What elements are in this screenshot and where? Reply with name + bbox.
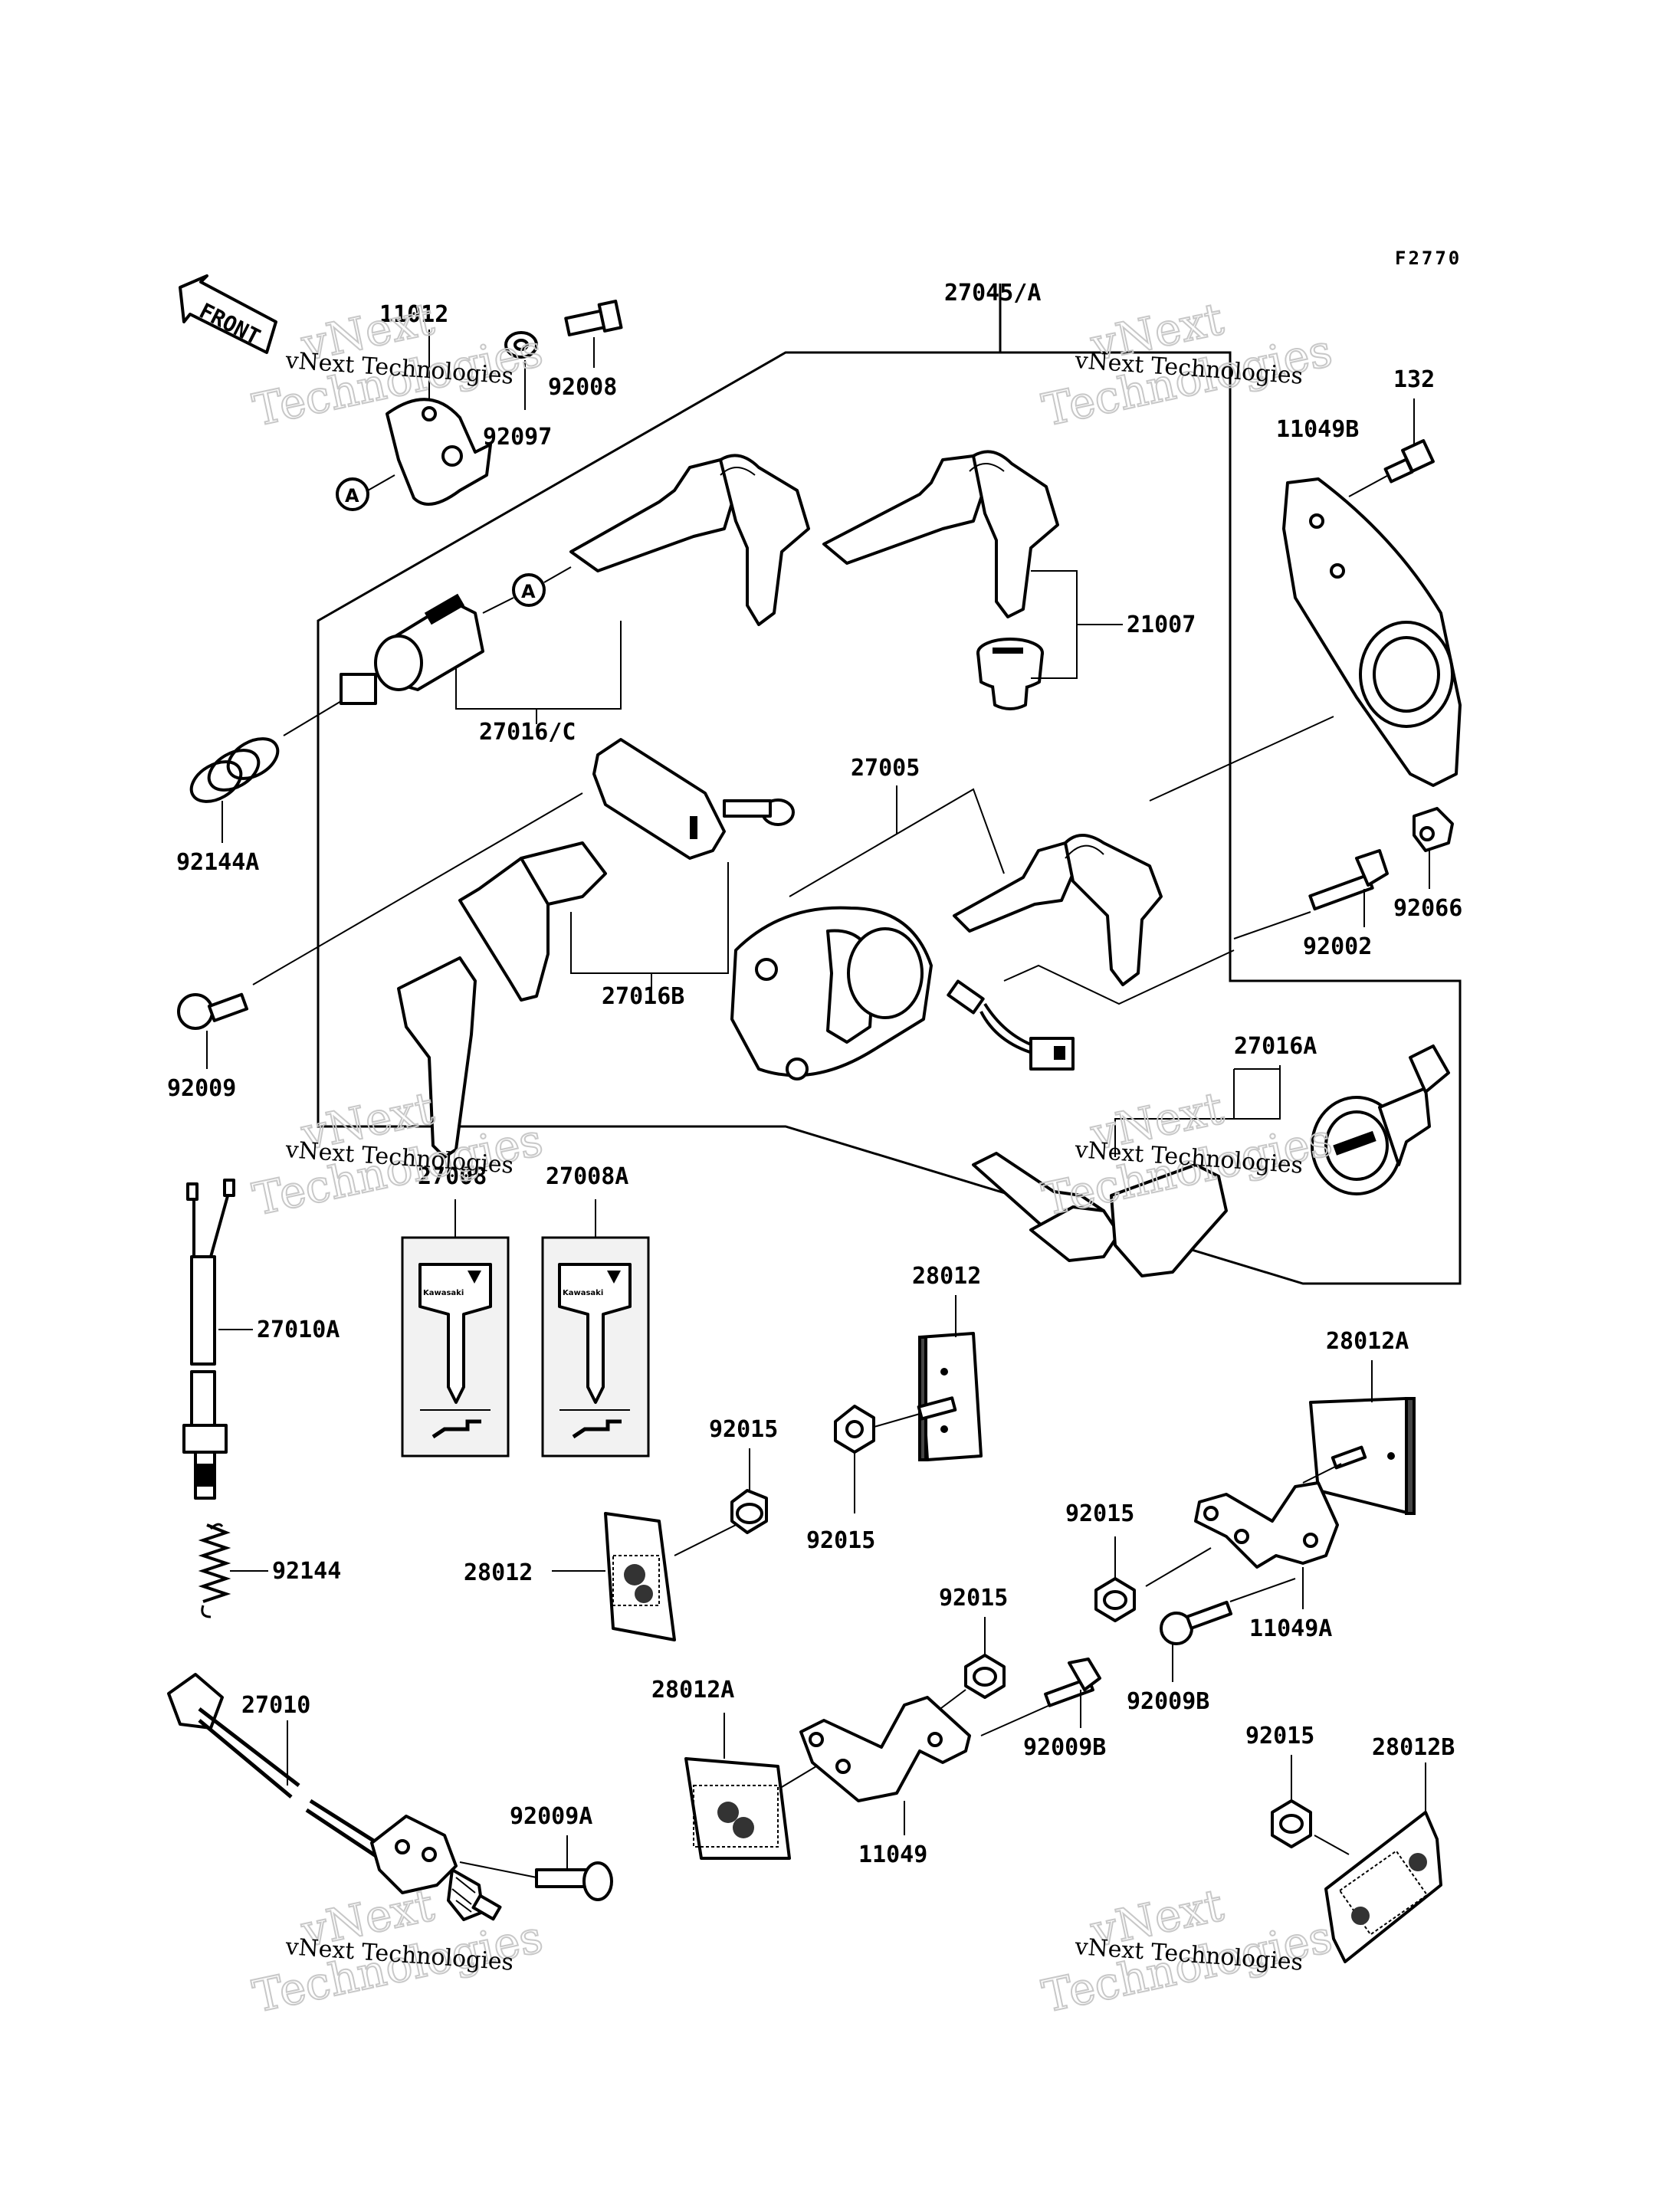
label-92066: 92066 [1393, 895, 1462, 922]
nut-92015-c [1094, 1577, 1136, 1622]
key-tag-27008: Kawasaki [401, 1236, 510, 1458]
label-28012-left: 28012 [464, 1559, 533, 1586]
bolt-28012-top [917, 1396, 957, 1421]
label-11049B: 11049B [1276, 416, 1359, 443]
spring-92144 [198, 1523, 231, 1618]
ref-marker-a-2: A [512, 573, 546, 607]
figure-code: F2770 [1395, 248, 1462, 269]
label-92009B-b: 92009B [1023, 1734, 1106, 1761]
tag-brand-27008A: Kawasaki [563, 1289, 603, 1297]
bolt-92008 [564, 300, 623, 336]
svg-text:A: A [345, 485, 359, 507]
ref-marker-a-1: A [336, 477, 369, 511]
label-27005: 27005 [851, 755, 920, 782]
pad-28012A-bottom [684, 1757, 791, 1860]
label-27010: 27010 [241, 1692, 310, 1719]
label-27008A: 27008A [546, 1163, 628, 1190]
label-28012A-right: 28012A [1326, 1328, 1409, 1355]
label-11012: 11012 [379, 301, 448, 328]
key-pair-27005 [953, 834, 1163, 986]
nut-92015-e [1271, 1799, 1312, 1848]
key-pair-27016B [397, 841, 607, 1159]
bracket-11012 [386, 398, 492, 506]
label-21007: 21007 [1127, 612, 1196, 638]
lock-27016B [592, 738, 795, 860]
cylinder-cap-21007 [976, 638, 1044, 710]
label-92097: 92097 [483, 424, 552, 451]
connector-27005 [947, 979, 1075, 1071]
plate-11049B [1282, 477, 1462, 787]
spring-92144A [189, 737, 280, 803]
sensor-27010A [182, 1179, 235, 1500]
front-arrow-icon: FRONT [179, 274, 277, 354]
label-11049A: 11049A [1249, 1615, 1332, 1642]
label-28012-top: 28012 [912, 1263, 981, 1290]
bolt-92009B-b [1044, 1658, 1101, 1707]
label-28012B: 28012B [1372, 1734, 1455, 1761]
label-92015-b: 92015 [806, 1527, 875, 1554]
svg-text:A: A [521, 581, 536, 602]
nut-92015-a [834, 1405, 875, 1454]
pad-28012-left [604, 1512, 676, 1641]
label-92015-c: 92015 [1065, 1500, 1134, 1527]
tag-brand-27008: Kawasaki [423, 1289, 464, 1297]
label-27045A: 27045/A [944, 280, 1041, 307]
nut-92015-d [964, 1654, 1006, 1699]
key-tag-27008A: Kawasaki [541, 1236, 650, 1458]
label-92009A: 92009A [510, 1803, 592, 1830]
bolt-92002 [1308, 849, 1389, 911]
bolt-92009A [535, 1861, 613, 1901]
label-92015-d: 92015 [939, 1585, 1008, 1612]
label-92002: 92002 [1303, 933, 1372, 960]
switch-27010 [167, 1673, 502, 1921]
label-27010A: 27010A [257, 1317, 340, 1343]
label-92015-a: 92015 [709, 1416, 778, 1443]
grommet-92066 [1413, 807, 1454, 852]
key-pair-27016C [569, 454, 810, 626]
label-27016B: 27016B [602, 983, 684, 1010]
label-28012A-bottom: 28012A [651, 1677, 734, 1703]
bolt-92009B-a [1160, 1600, 1233, 1645]
nut-92015-b [730, 1489, 768, 1534]
label-27008: 27008 [418, 1163, 487, 1190]
label-132: 132 [1393, 366, 1435, 393]
label-92009B-a: 92009B [1127, 1688, 1209, 1715]
label-92144: 92144 [272, 1558, 341, 1585]
label-92015-e: 92015 [1245, 1723, 1314, 1749]
key-pair-21007 [822, 450, 1059, 618]
key-pair-27016A [972, 1152, 1228, 1277]
screw-92009 [177, 992, 249, 1030]
washer-92097 [504, 331, 538, 359]
bracket-11049A [1194, 1481, 1339, 1569]
label-92009: 92009 [167, 1075, 236, 1102]
label-27016A: 27016A [1234, 1033, 1317, 1060]
ignition-switch-27005 [730, 906, 933, 1080]
label-11049: 11049 [858, 1841, 927, 1868]
lock-27016A [1311, 1044, 1450, 1195]
pad-28012B [1324, 1811, 1442, 1963]
label-92144A: 92144A [176, 849, 259, 876]
lock-cylinder-27016C [340, 593, 484, 705]
label-92008: 92008 [548, 374, 617, 401]
bracket-11049 [799, 1696, 971, 1802]
label-27016C: 27016/C [479, 719, 576, 746]
pad-28012-top [918, 1332, 983, 1461]
bolt-132 [1383, 439, 1435, 484]
